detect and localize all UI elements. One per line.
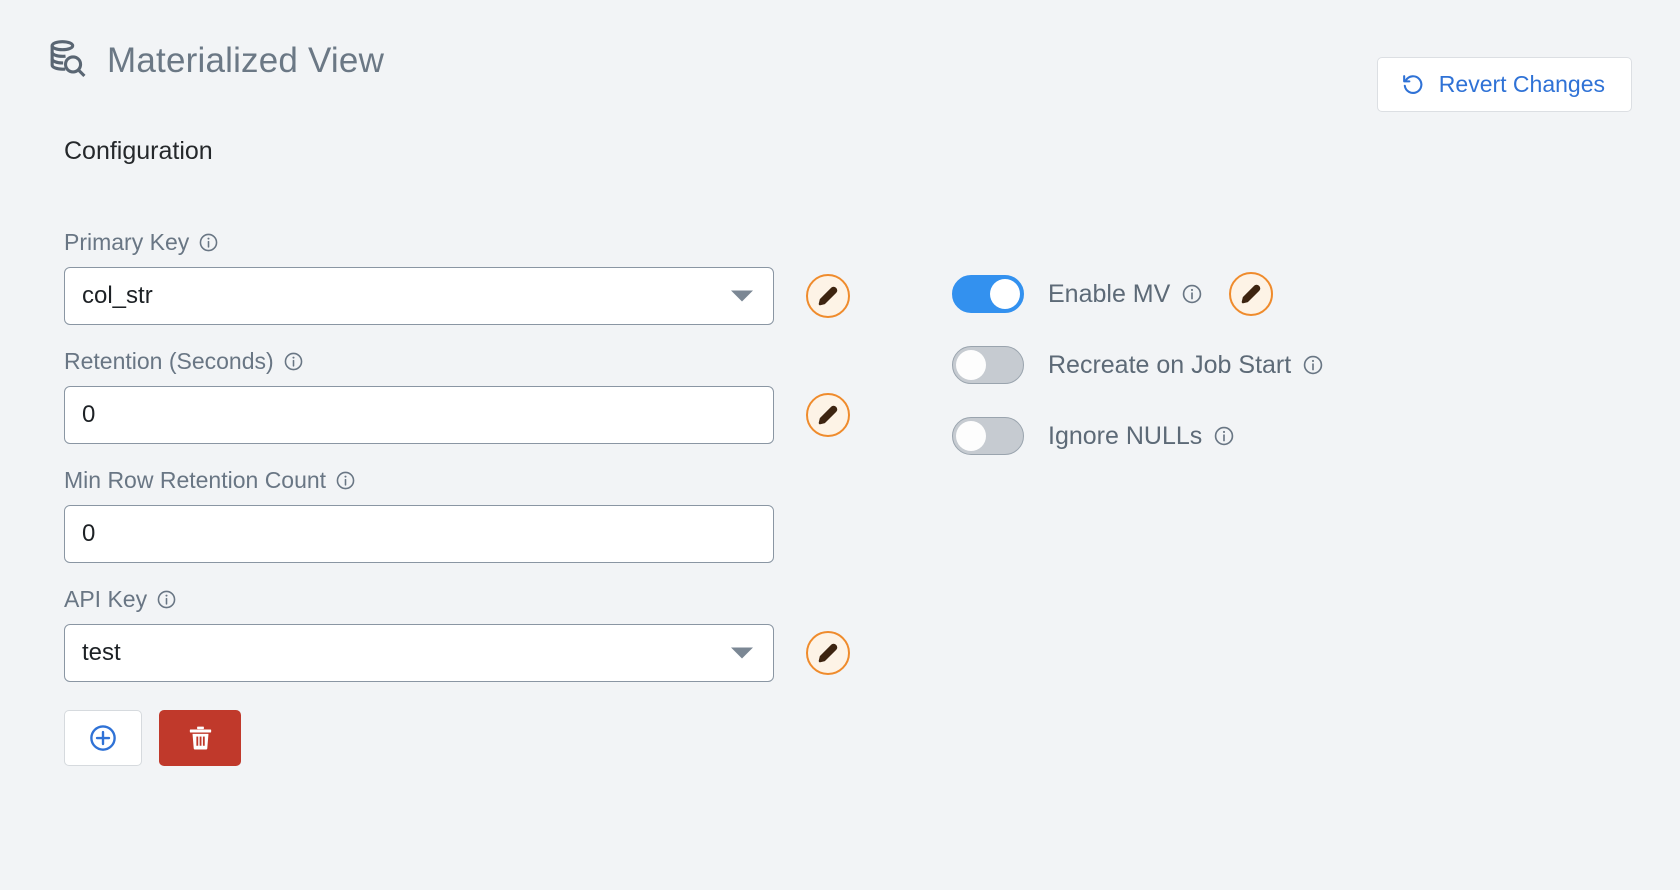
page-title: Materialized View [107,40,385,80]
toggle-knob [956,421,986,451]
info-icon[interactable] [198,232,219,253]
undo-arrow-icon [1400,72,1425,97]
info-icon[interactable] [1291,354,1324,376]
retention-row: 0 [64,386,854,444]
edit-retention-seconds-button[interactable] [806,393,850,437]
info-icon[interactable] [1202,425,1235,447]
recreate-on-job-start-toggle[interactable] [952,346,1024,384]
ignore-nulls-toggle[interactable] [952,417,1024,455]
info-icon[interactable] [283,351,304,372]
edit-api-key-button[interactable] [806,631,850,675]
toggle-row-recreate-on-job-start: Recreate on Job Start [952,339,1324,391]
field-api-key: API Key test [64,585,854,682]
api-key-select[interactable]: test [64,624,774,682]
configuration-form: Primary Key col_str [64,228,854,766]
toggle-knob [990,279,1020,309]
toggle-row-ignore-nulls: Ignore NULLs [952,410,1324,462]
page-header: Materialized View [45,38,384,82]
field-min-row-retention-count: Min Row Retention Count 0 [64,466,854,563]
edit-placeholder [806,512,850,556]
add-api-key-button[interactable] [64,710,142,766]
field-retention-seconds: Retention (Seconds) 0 [64,347,854,444]
revert-changes-button[interactable]: Revert Changes [1376,57,1632,112]
info-icon[interactable] [1170,283,1203,305]
database-search-icon [45,38,89,82]
min-row-retention-label-text: Min Row Retention Count [64,466,327,493]
api-key-row: test [64,624,854,682]
info-icon[interactable] [156,589,177,610]
chevron-down-icon [731,290,753,302]
plus-circle-icon [90,725,116,751]
edit-primary-key-button[interactable] [806,274,850,318]
trash-icon [189,726,211,749]
api-key-actions [64,710,854,766]
section-title-configuration: Configuration [64,137,213,165]
chevron-down-icon [731,647,753,659]
retention-seconds-value: 0 [82,401,96,428]
pencil-icon [1241,284,1261,304]
min-row-retention-count-value: 0 [82,520,96,547]
primary-key-row: col_str [64,267,854,325]
min-row-retention-row: 0 [64,505,854,563]
primary-key-label-text: Primary Key [64,228,190,255]
edit-enable-mv-button[interactable] [1229,272,1274,316]
pencil-icon [818,405,838,425]
min-row-retention-count-input[interactable]: 0 [64,505,774,563]
enable-mv-toggle[interactable] [952,275,1024,313]
retention-seconds-input[interactable]: 0 [64,386,774,444]
revert-changes-label: Revert Changes [1438,71,1605,97]
recreate-on-job-start-label: Recreate on Job Start [1048,350,1292,379]
api-key-label-text: API Key [64,585,148,612]
info-icon[interactable] [335,470,356,491]
retention-label-text: Retention (Seconds) [64,347,274,374]
toggle-row-enable-mv: Enable MV [952,268,1324,320]
pencil-icon [818,286,838,306]
delete-api-key-button[interactable] [159,710,241,766]
field-label-primary-key: Primary Key [64,228,854,256]
api-key-value: test [82,639,121,666]
field-label-api-key: API Key [64,585,854,613]
primary-key-select[interactable]: col_str [64,267,774,325]
enable-mv-label: Enable MV [1048,279,1171,308]
toggle-options: Enable MV Recreate on Job Start [952,268,1324,481]
pencil-icon [818,643,838,663]
toggle-knob [956,350,986,380]
field-label-min-row-retention-count: Min Row Retention Count [64,466,854,494]
field-label-retention-seconds: Retention (Seconds) [64,347,854,375]
field-primary-key: Primary Key col_str [64,228,854,325]
primary-key-value: col_str [82,282,153,309]
ignore-nulls-label: Ignore NULLs [1048,421,1203,450]
